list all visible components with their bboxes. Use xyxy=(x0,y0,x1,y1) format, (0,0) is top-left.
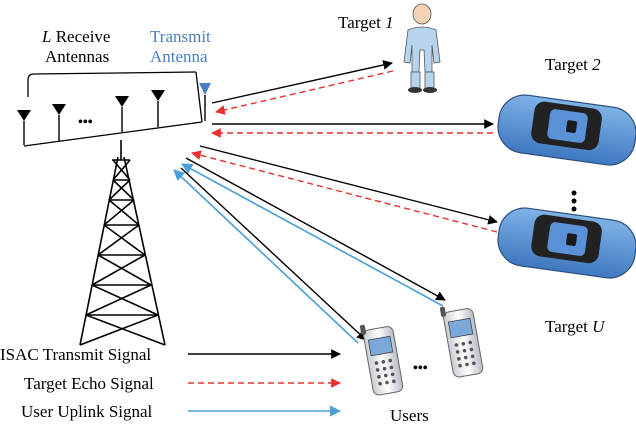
receive-antenna-icon xyxy=(115,96,129,132)
base-station-tower-icon xyxy=(79,140,166,346)
isac-transmit-arrow-user1 xyxy=(180,167,367,341)
user-uplink-arrow-user2 xyxy=(181,163,444,307)
targets-ellipsis xyxy=(571,190,577,212)
legend-label: Target Echo Signal xyxy=(24,374,154,393)
legend-item-target-echo: Target Echo Signal xyxy=(24,374,341,393)
receive-antenna-icon xyxy=(52,104,66,141)
target-1-label: Target 1 xyxy=(338,13,394,32)
receive-antenna-array: ••• xyxy=(17,71,203,147)
target-echo-arrow-target1 xyxy=(215,70,394,115)
user-uplink-arrow-user1 xyxy=(173,169,359,344)
receive-antennas-label-line2: Antennas xyxy=(45,47,109,66)
isac-transmit-arrow-user2 xyxy=(185,157,446,301)
target-echo-arrow-targetU xyxy=(191,150,498,233)
phones-ellipsis: ••• xyxy=(413,361,428,376)
person-icon xyxy=(403,3,441,93)
transmit-antenna-icon xyxy=(199,83,211,121)
isac-transmit-arrow-target1 xyxy=(211,60,393,104)
phone-icon xyxy=(439,306,484,378)
antenna-ellipsis: ••• xyxy=(78,115,93,130)
isac-transmit-arrow-targetU xyxy=(199,145,498,225)
legend-item-isac-transmit: ISAC Transmit Signal xyxy=(0,345,341,364)
receive-antenna-icon xyxy=(151,90,165,127)
legend-label: User Uplink Signal xyxy=(21,402,153,421)
receive-antennas-label: L Receive xyxy=(41,27,110,46)
target-u-label: Target U xyxy=(545,317,606,336)
phone-icon xyxy=(359,324,404,396)
transmit-antenna-label: Transmit xyxy=(150,27,211,46)
target-2-label: Target 2 xyxy=(545,55,601,74)
users-label: Users xyxy=(390,406,429,425)
legend: ISAC Transmit Signal Target Echo Signal … xyxy=(0,345,342,421)
legend-item-user-uplink: User Uplink Signal xyxy=(21,402,342,421)
legend-label: ISAC Transmit Signal xyxy=(0,345,151,364)
receive-antenna-icon xyxy=(17,110,31,145)
car-icon xyxy=(497,207,636,279)
car-icon xyxy=(497,94,636,166)
transmit-antenna-label-line2: Antenna xyxy=(150,47,208,66)
